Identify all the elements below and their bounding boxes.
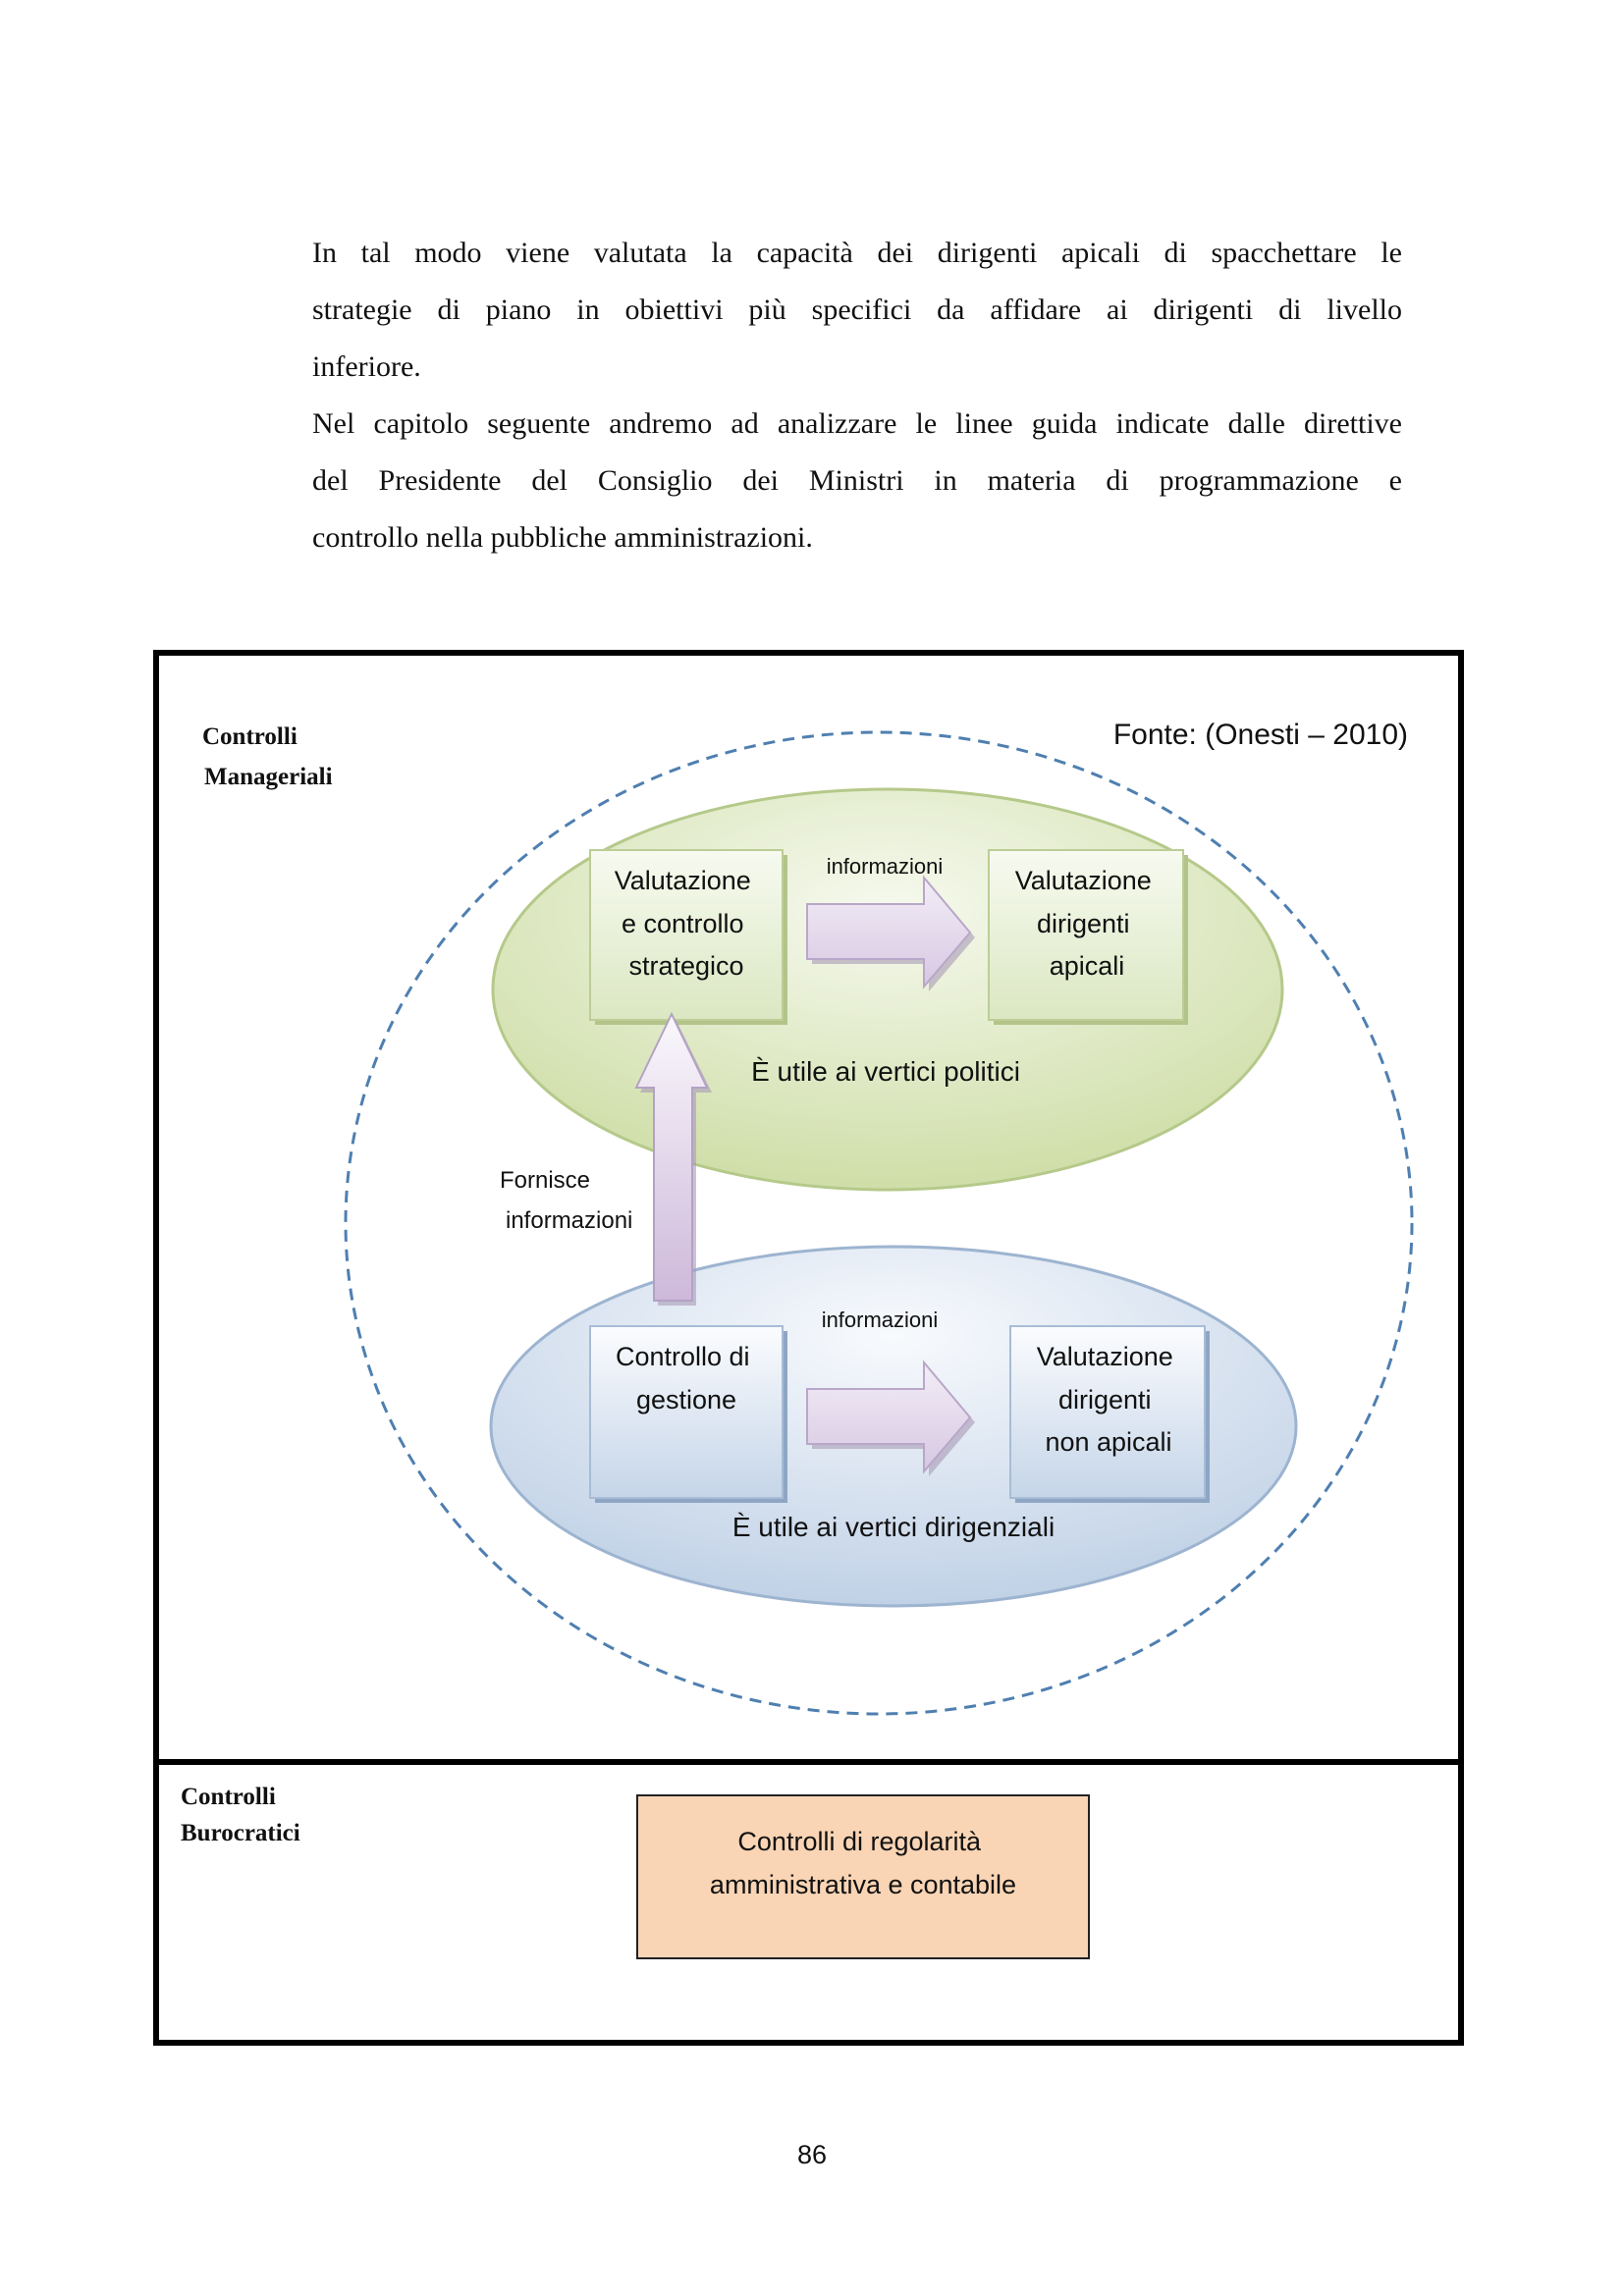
box-line: Valutazione	[1015, 866, 1152, 895]
box-line: strategico	[628, 951, 743, 981]
svg-text:Controllo di gestione: Controllo di gestione	[616, 1342, 757, 1415]
body-paragraph-1: In tal modo viene valutata la capacità d…	[312, 225, 1402, 396]
box-line: dirigenti	[1058, 1385, 1152, 1415]
box-top-executives-evaluation: Valutazione dirigenti apicali	[988, 849, 1188, 1025]
lower-caption: È utile ai vertici dirigenziali	[732, 1512, 1055, 1542]
arrow-right-icon	[806, 875, 975, 991]
box-line: Controlli di regolarità	[737, 1827, 982, 1856]
text-line: controllo nella pubbliche amministrazion…	[312, 521, 813, 554]
box-non-top-executives-evaluation: Valutazione dirigenti non apicali	[1009, 1325, 1210, 1503]
diagram-frame	[153, 650, 1464, 2046]
svg-text:Valutazione dirigenti: Valutazione dirigenti apicali	[1015, 866, 1160, 981]
connector-label: Fornisce informazioni	[500, 1167, 632, 1234]
box-line: non apicali	[1045, 1427, 1171, 1457]
text-line: del Presidente del Consiglio dei Ministr…	[312, 464, 1402, 497]
svg-text:Controlli di regolarità: Controlli di regolarità amministrativa e…	[710, 1827, 1016, 1899]
text-line: inferiore.	[312, 350, 421, 383]
managerial-label-line-2: Manageriali	[204, 764, 333, 790]
box-regularity-controls: Controlli di regolarità amministrativa e…	[636, 1794, 1090, 1959]
arrow-label-lower: informazioni	[822, 1308, 939, 1332]
connector-label-line: informazioni	[506, 1207, 632, 1234]
bureaucratic-label-line-2: Burocratici	[181, 1820, 300, 1846]
arrow-up-icon	[634, 1011, 712, 1306]
bureaucratic-label-line-1: Controlli	[181, 1784, 276, 1810]
page-number: 86	[796, 2140, 828, 2169]
upper-caption: È utile ai vertici politici	[751, 1056, 1020, 1087]
box-strategic-control: Valutazione e controllo strategico	[589, 849, 787, 1025]
box-line: Controllo di	[616, 1342, 750, 1371]
box-line: Valutazione	[615, 866, 751, 895]
text-line: Nel capitolo seguente andremo ad analizz…	[312, 407, 1402, 440]
box-line: Valutazione	[1037, 1342, 1173, 1371]
connector-label-line: Fornisce	[500, 1167, 590, 1194]
box-line: e controllo	[622, 909, 744, 938]
arrow-right-icon	[806, 1360, 975, 1476]
body-paragraph-2: Nel capitolo seguente andremo ad analizz…	[312, 396, 1402, 566]
text-line: strategie di piano in obiettivi più spec…	[312, 294, 1402, 326]
managerial-label-line-1: Controlli	[202, 723, 298, 750]
svg-text:Valutazione e controllo: Valutazione e controllo strategico	[615, 866, 759, 981]
svg-text:Valutazione dirigenti: Valutazione dirigenti non apicali	[1037, 1342, 1181, 1457]
box-line: amministrativa e contabile	[710, 1870, 1016, 1899]
box-management-control: Controllo di gestione	[589, 1325, 787, 1503]
source-note: Fonte: (Onesti – 2010)	[1113, 719, 1408, 751]
text-line: In tal modo viene valutata la capacità d…	[312, 237, 1402, 269]
box-line: dirigenti	[1037, 909, 1130, 938]
box-line: apicali	[1050, 951, 1125, 981]
box-line: gestione	[636, 1385, 736, 1415]
managerial-dashed-boundary	[344, 730, 1414, 1716]
arrow-label-upper: informazioni	[827, 854, 944, 879]
